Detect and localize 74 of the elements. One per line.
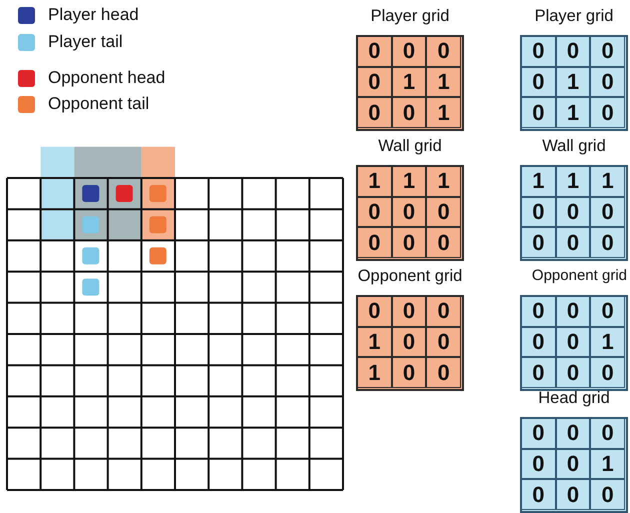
legend-label: Opponent tail [48,94,150,114]
grid-cell: 0 [556,227,590,258]
grid-cell: 0 [426,357,461,388]
grid-cell: 0 [590,357,625,388]
grid-title: Opponent grid [358,267,462,286]
grid-cell: 0 [392,326,426,358]
grid-title: Opponent grid [532,267,627,284]
grid-cell: 1 [590,326,625,358]
grid-cell: 1 [357,357,392,388]
grid-cell: 0 [590,97,625,128]
grid-cell: 0 [556,448,590,480]
grid-cell: 0 [521,296,556,327]
grid-cell: 0 [556,296,590,327]
grid-cell: 0 [357,227,392,258]
grid-cell: 0 [521,36,556,67]
grid-cell: 0 [521,418,556,449]
grid-cell: 1 [392,66,426,98]
grid-cell: 0 [392,97,426,128]
grid-cell: 0 [590,479,625,510]
grid-cell: 1 [590,166,625,197]
grid-cell: 1 [426,97,461,128]
grid-title: Player grid [370,7,450,26]
grid-cell: 0 [556,36,590,67]
grid-cell: 0 [590,418,625,449]
legend-label: Player tail [48,32,123,52]
grid-cell: 0 [357,296,392,327]
grid-title: Head grid [538,389,610,408]
grid-cell: 0 [521,479,556,510]
grid-cell: 1 [556,97,590,128]
grid-cell: 0 [426,196,461,228]
grid-title: Wall grid [378,137,442,156]
grid-cell: 0 [521,196,556,228]
grid-cell: 0 [392,227,426,258]
grid-cell: 1 [521,166,556,197]
grid-cell: 0 [590,296,625,327]
grid-cell: 0 [521,97,556,128]
grid-cell: 0 [521,66,556,98]
grid-cell: 1 [556,66,590,98]
grid-cell: 0 [556,326,590,358]
grid-cell: 0 [556,357,590,388]
grid-cell: 0 [426,36,461,67]
legend-label: Player head [48,5,139,25]
grid-cell: 1 [357,326,392,358]
grid-cell: 0 [357,97,392,128]
grid-cell: 0 [521,326,556,358]
legend-label: Opponent head [48,68,166,88]
grid-cell: 0 [521,357,556,388]
grid-title: Player grid [534,7,614,26]
grid-cell: 0 [392,36,426,67]
grid-cell: 1 [392,166,426,197]
grid-cell: 0 [556,479,590,510]
grid-cell: 0 [556,418,590,449]
grid-cell: 1 [426,66,461,98]
grid-cell: 0 [521,448,556,480]
grid-cell: 0 [426,227,461,258]
grid-cell: 0 [426,296,461,327]
grid-cell: 1 [357,166,392,197]
grid-cell: 0 [392,296,426,327]
grid-cell: 0 [357,66,392,98]
grid-cell: 0 [590,196,625,228]
grid-cell: 1 [556,166,590,197]
grid-cell: 0 [392,357,426,388]
grid-cell: 0 [590,36,625,67]
grid-cell: 0 [590,66,625,98]
grid-cell: 0 [556,196,590,228]
grid-cell: 1 [590,448,625,480]
grid-cell: 0 [357,36,392,67]
grid-cell: 1 [426,166,461,197]
grid-cell: 0 [392,196,426,228]
grid-title: Wall grid [542,137,606,156]
grid-cell: 0 [521,227,556,258]
grid-cell: 0 [426,326,461,358]
grid-cell: 0 [590,227,625,258]
grid-cell: 0 [357,196,392,228]
